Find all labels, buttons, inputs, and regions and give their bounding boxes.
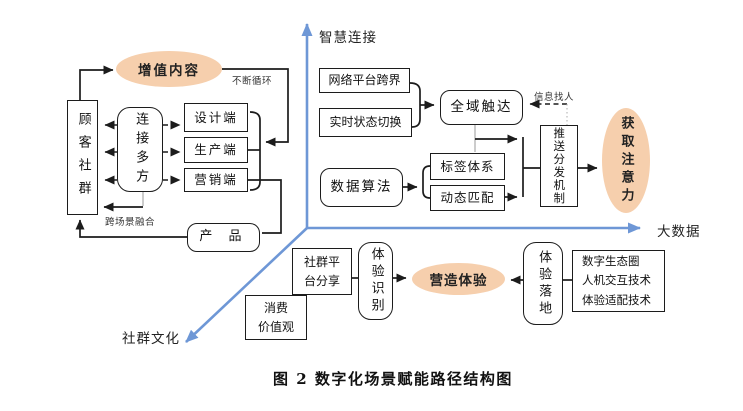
bracket-tags <box>422 165 431 199</box>
node-omni-reach: 全域触达 <box>440 90 523 125</box>
node-production-end: 生产端 <box>184 137 248 163</box>
node-connect-parties: 连接多方 <box>117 107 163 192</box>
node-create-experience: 营造体验 <box>412 263 505 295</box>
node-tech-box: 数字生态圈 人机交互技术 体验适配技术 <box>572 250 665 312</box>
node-marketing-end: 营销端 <box>184 168 248 192</box>
node-design-end: 设计端 <box>184 103 248 132</box>
label-info-find-people: 信息找人 <box>534 92 575 103</box>
node-experience-recognition: 体验识别 <box>358 242 393 320</box>
node-network-platform: 网络平台跨界 <box>319 68 410 93</box>
bracket-ends <box>249 111 261 191</box>
arrow-community-to-value <box>79 65 114 100</box>
node-tag-system: 标签体系 <box>430 153 505 180</box>
axis-label-big-data: 大数据 <box>657 224 701 240</box>
line-marketing-to-product <box>248 179 282 234</box>
node-customer-community: 顾客社群 <box>67 100 98 215</box>
node-community-share: 社群平 台分享 <box>292 248 352 295</box>
axis-label-smart-connection: 智慧连接 <box>319 30 377 46</box>
node-realtime-switch: 实时状态切换 <box>319 108 412 137</box>
node-experience-landing: 体验落地 <box>523 242 563 325</box>
arrow-product-to-community <box>75 219 187 238</box>
arrow-loop-back <box>222 68 289 147</box>
node-dynamic-match: 动态匹配 <box>430 185 505 211</box>
node-data-algorithm: 数据算法 <box>320 168 403 207</box>
axis-label-community-culture: 社群文化 <box>122 331 180 347</box>
node-value-content: 增值内容 <box>116 51 222 87</box>
node-product: 产 品 <box>187 223 260 252</box>
label-cross-scene: 跨场景融合 <box>105 217 156 228</box>
label-loop: 不断循环 <box>232 76 273 87</box>
node-get-attention: 获取注意力 <box>602 108 650 213</box>
axis-community-culture <box>185 227 308 343</box>
node-consumption-values: 消费 价值观 <box>245 295 307 340</box>
figure-caption: 图 2 数字化场景赋能路径结构图 <box>273 370 513 388</box>
node-push-mechanism: 推送分发机制 <box>540 125 578 207</box>
